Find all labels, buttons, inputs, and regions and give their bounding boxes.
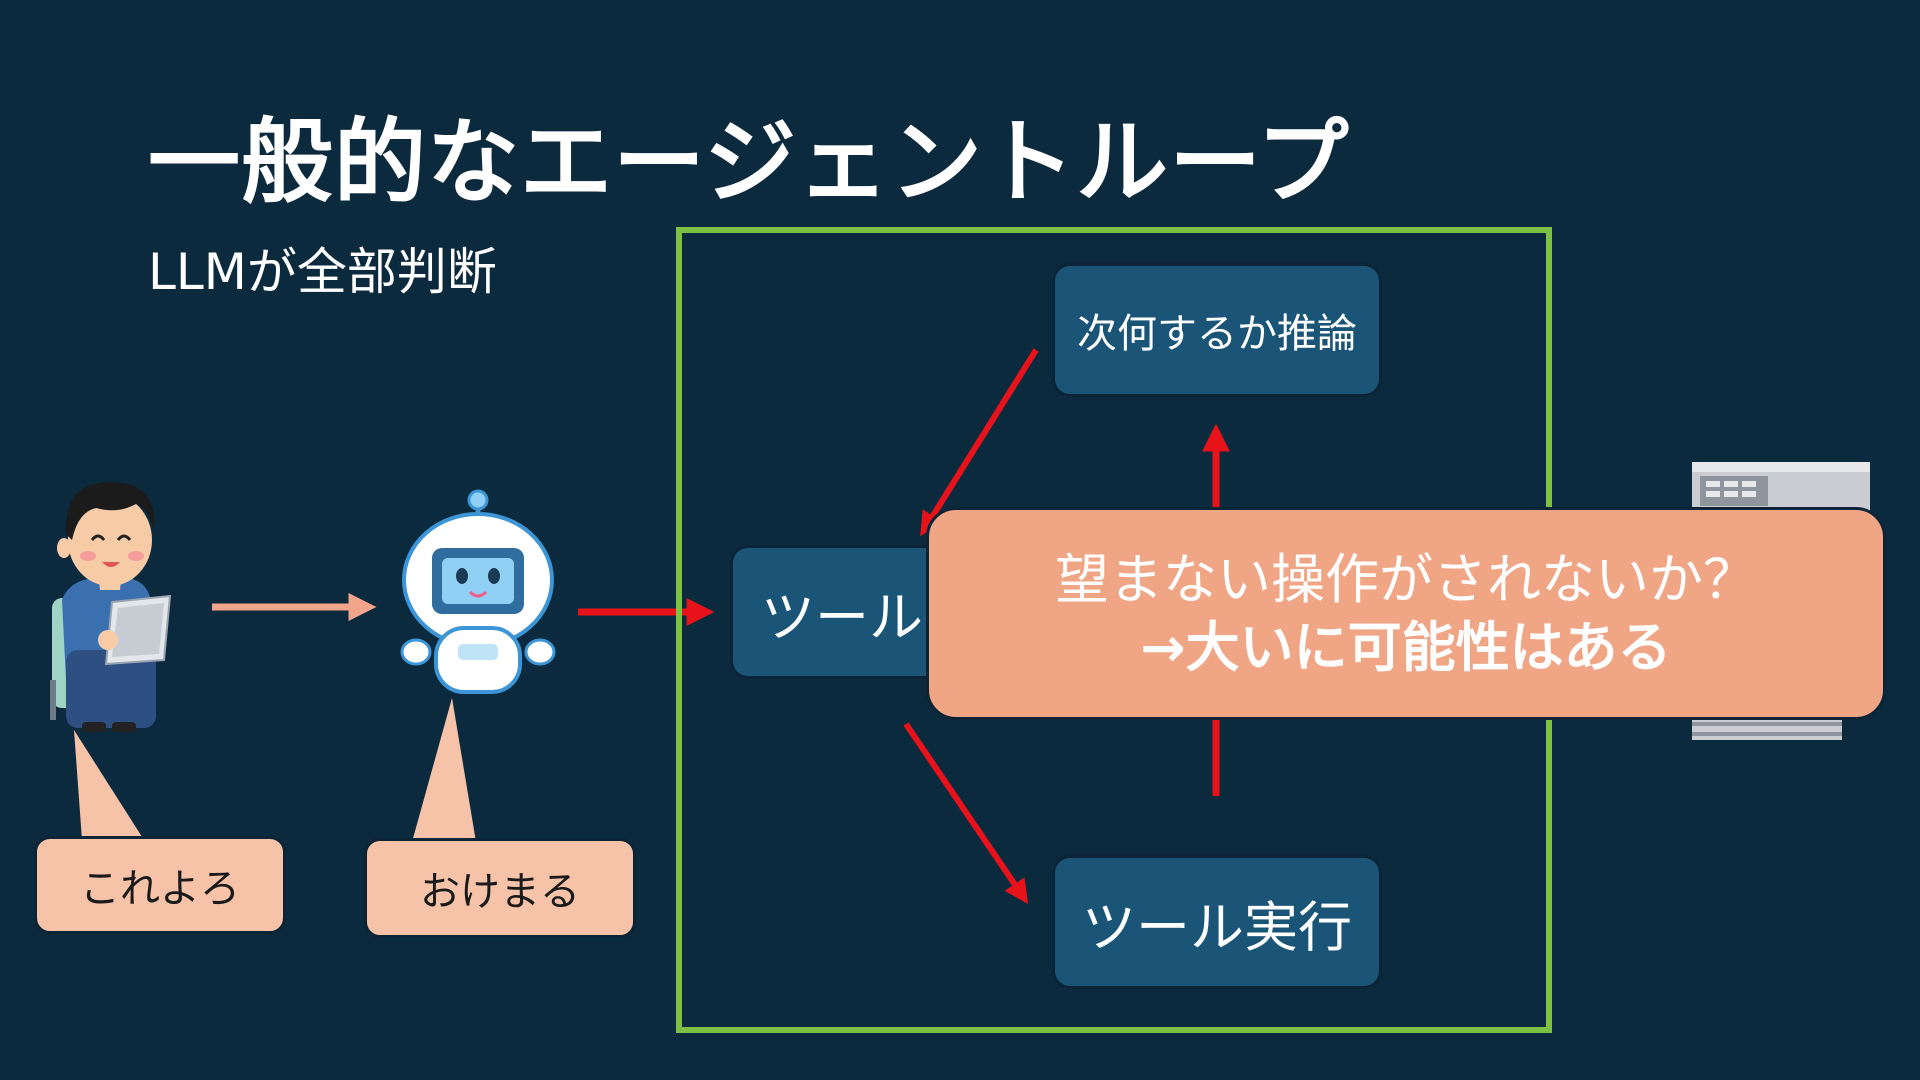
node-tool-execute: ツール実行 [1052,855,1382,989]
bubble-robot: おけまる [364,838,636,938]
warning-answer: →大いに可能性はある [1140,615,1672,679]
arrow-reason-to-select [920,348,1039,537]
bubble-user-tail [74,730,144,840]
person-with-tablet-icon [50,482,172,732]
arrow-select-to-exec [903,722,1029,904]
slide-subtitle: LLMが全部判断 [148,243,497,301]
robot-icon [400,489,556,694]
warning-callout: 望まない操作がされないか？ →大いに可能性はある [926,507,1886,720]
bubble-user: これよろ [34,836,286,934]
slide-title: 一般的なエージェントループ [148,109,1350,216]
bubble-robot-tail [412,698,476,842]
warning-question: 望まない操作がされないか？ [1055,547,1757,611]
node-reason: 次何するか推論 [1052,263,1382,397]
